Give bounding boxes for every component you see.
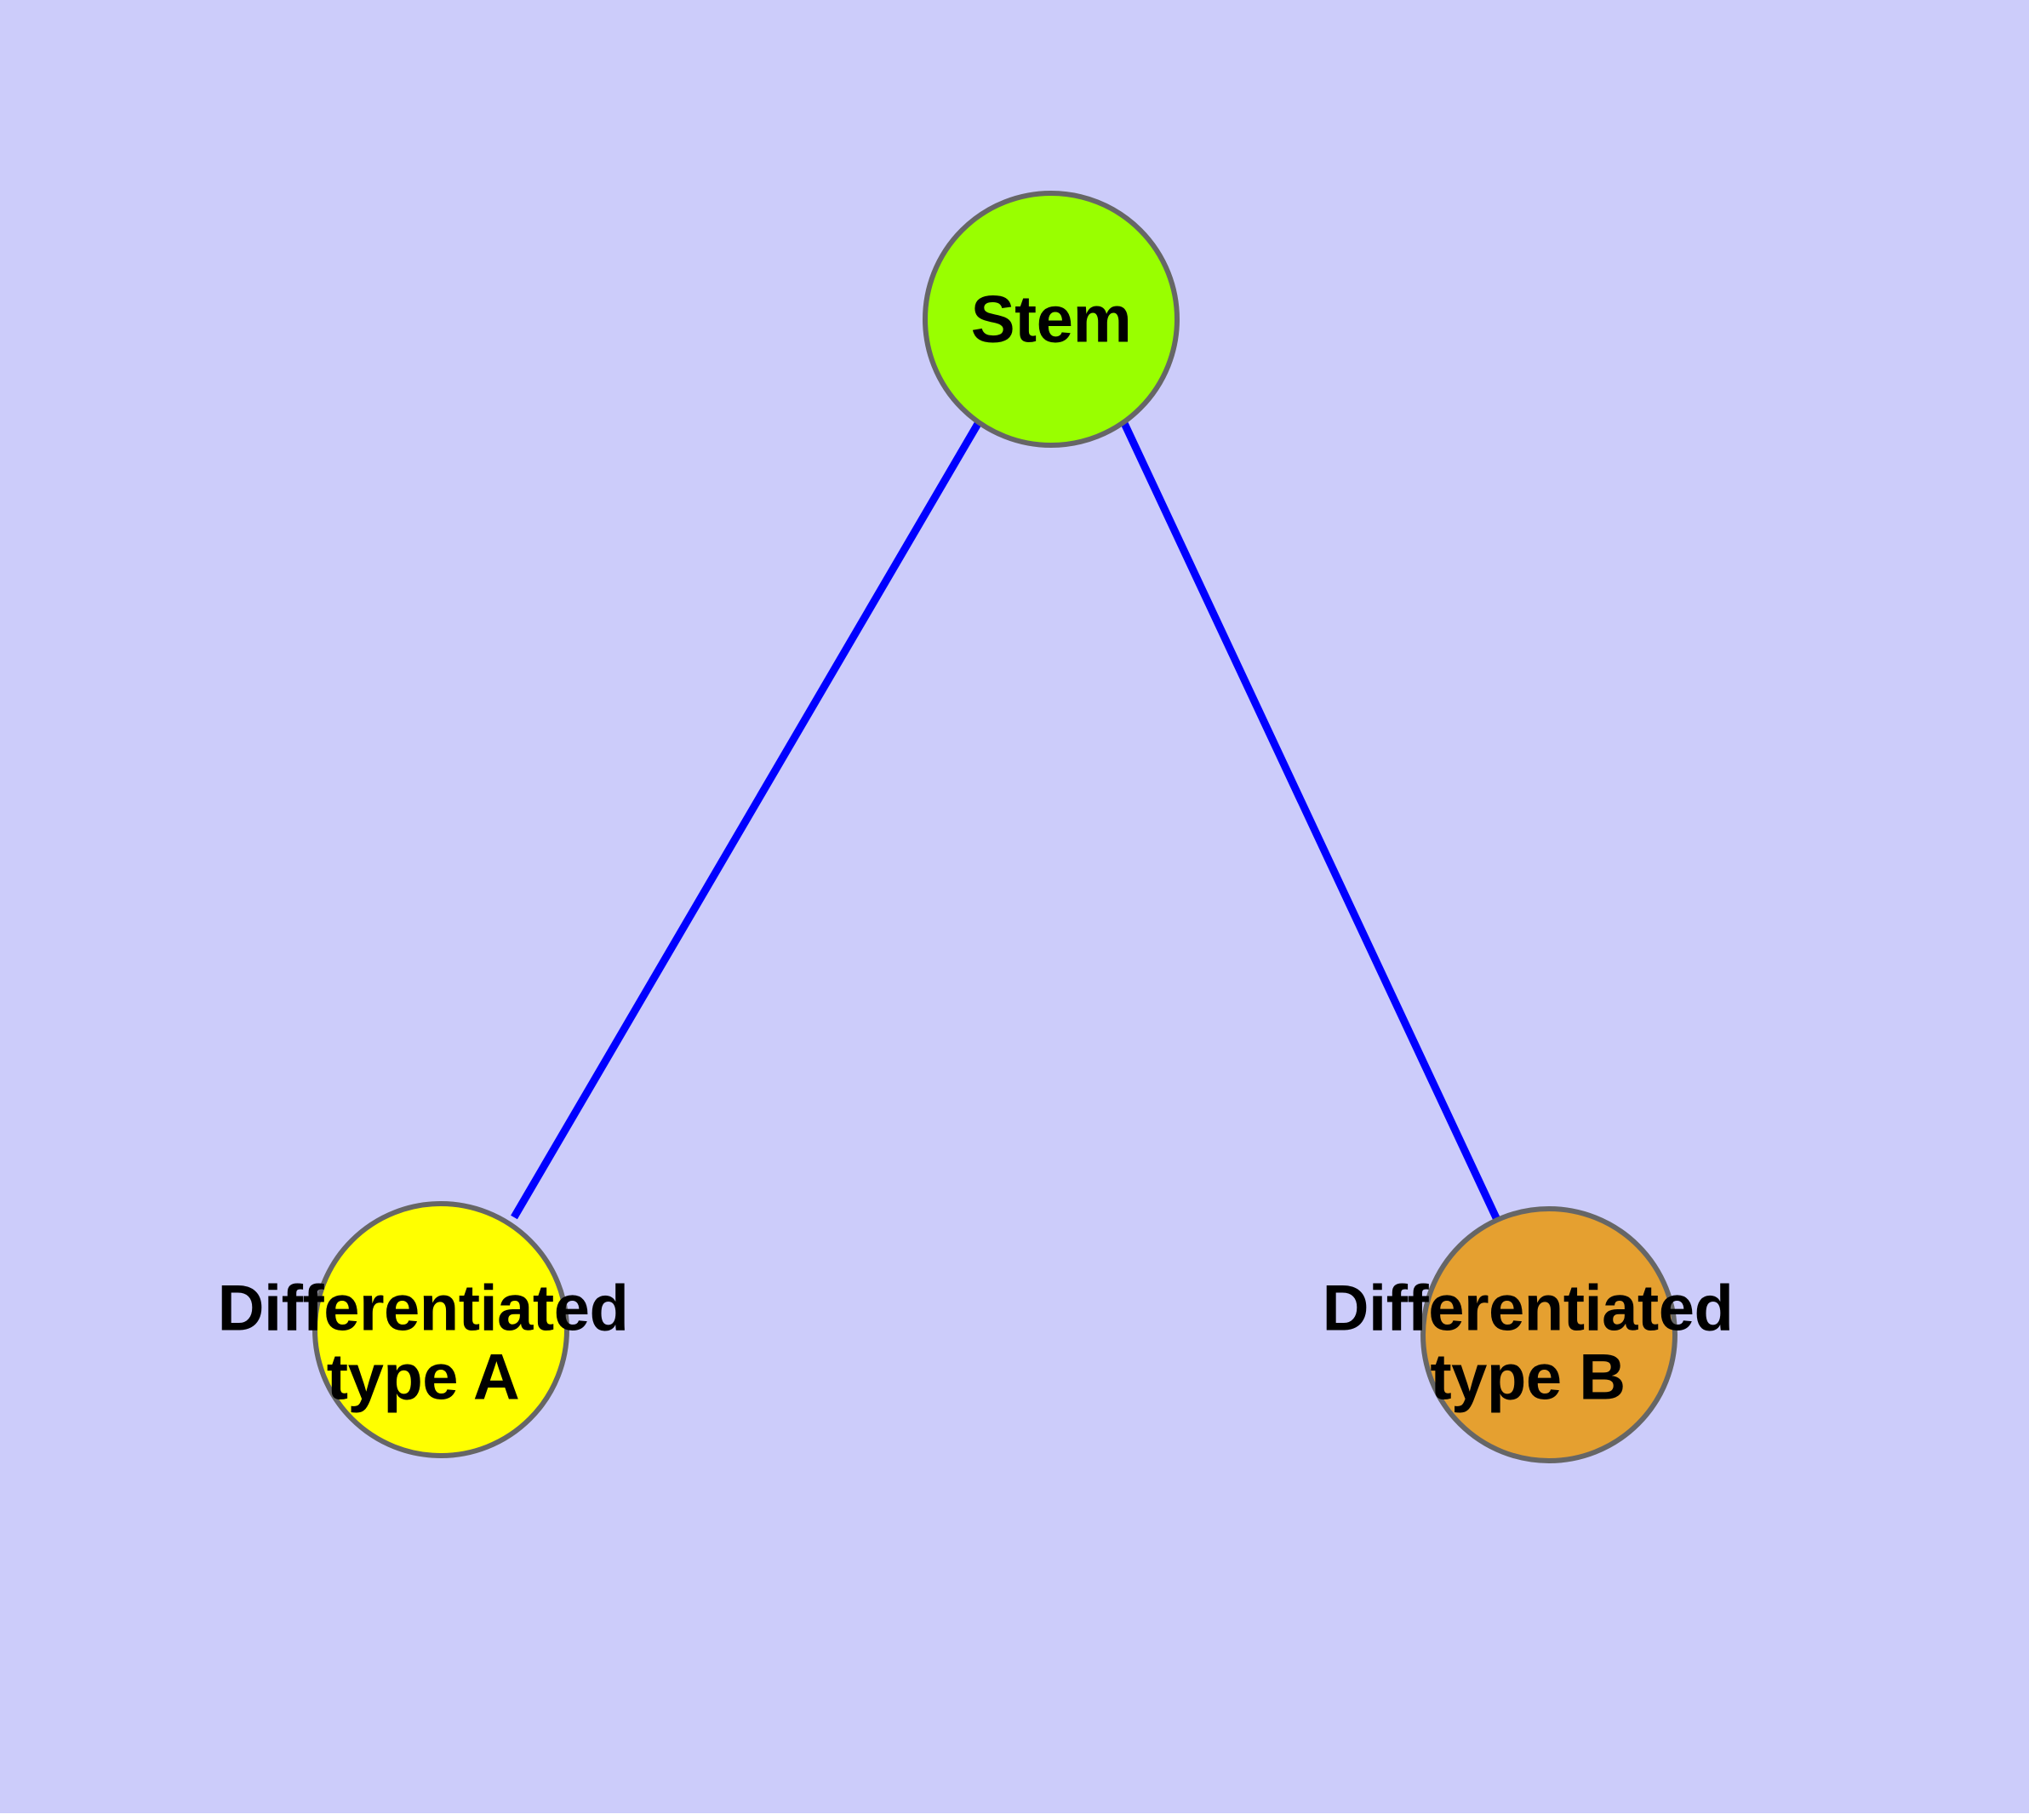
node-layer [312, 191, 1677, 1463]
edge-stem-diff-a[interactable] [511, 420, 982, 1220]
node-diff_a[interactable] [312, 1201, 569, 1458]
node-diff_b[interactable] [1420, 1206, 1677, 1463]
edge-stem-diff-b[interactable] [1119, 420, 1502, 1223]
edge-layer [511, 420, 1502, 1223]
node-stem[interactable] [923, 191, 1180, 448]
